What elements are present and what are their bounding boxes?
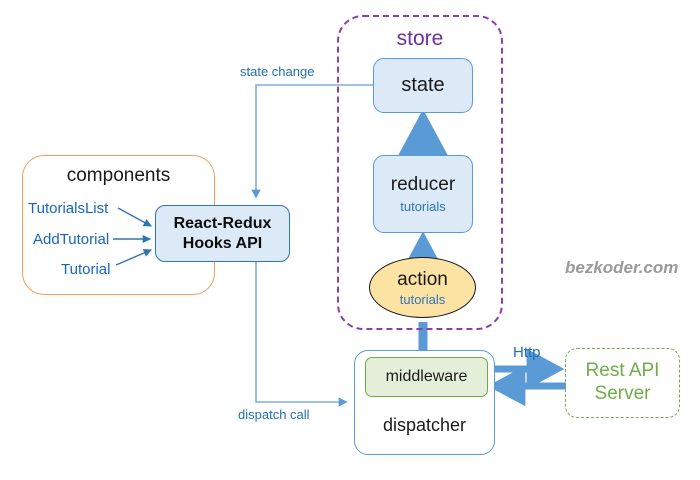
react-redux-hooks-api-node[interactable]: React-Redux Hooks API (155, 205, 290, 262)
middleware-node[interactable]: middleware (365, 357, 488, 397)
rest-api-line1: Rest API (585, 360, 660, 382)
edge-label-state-change: state change (240, 64, 315, 79)
state-label: state (401, 74, 445, 96)
watermark: bezkoder.com (565, 258, 679, 277)
store-title: store (396, 27, 444, 50)
middleware-label: middleware (385, 368, 468, 385)
edge-state-change (251, 84, 373, 199)
state-node[interactable]: state (373, 58, 473, 113)
component-item-tutorialslist[interactable]: TutorialsList (28, 200, 109, 217)
edge-label-dispatch-call: dispatch call (238, 407, 310, 422)
edge-label-http: Http (513, 344, 541, 361)
reducer-node[interactable]: reducer tutorials (373, 155, 473, 233)
reducer-label: reducer (390, 174, 456, 195)
hooks-api-line2: Hooks API (182, 234, 263, 252)
hooks-api-line1: React-Redux (173, 214, 272, 232)
edge-tutorialslist-to-hooks (117, 207, 152, 227)
component-item-addtutorial[interactable]: AddTutorial (33, 231, 110, 248)
store-container: store (337, 15, 503, 330)
action-sublabel: tutorials (399, 291, 446, 307)
component-item-tutorial[interactable]: Tutorial (61, 261, 111, 278)
rest-api-server-node[interactable]: Rest API Server (565, 348, 680, 418)
edge-dispatch-call (255, 262, 348, 407)
action-node[interactable]: action tutorials (369, 257, 476, 318)
edge-tutorial-to-hooks (115, 249, 153, 266)
dispatcher-label: dispatcher (382, 415, 467, 435)
components-title: components (66, 165, 171, 186)
action-label: action (397, 268, 448, 290)
reducer-sublabel: tutorials (400, 199, 446, 214)
rest-api-line2: Server (594, 383, 651, 404)
